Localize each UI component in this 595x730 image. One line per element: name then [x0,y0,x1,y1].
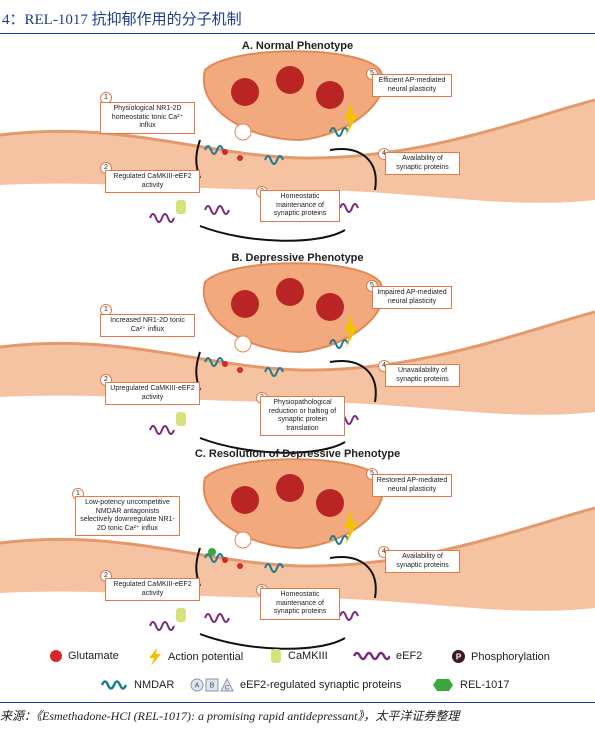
eef2-coil-icon [352,651,390,661]
step-5-box: Restored AP-mediated neural plasticity [372,474,452,497]
title-divider [0,33,595,34]
step-5-box: Impaired AP-mediated neural plasticity [372,286,452,309]
legend-label: Phosphorylation [471,650,550,663]
legend-label: eEF2-regulated synaptic proteins [240,679,402,691]
footer-divider [0,702,595,703]
legend-rel1017: REL-1017 [432,678,510,692]
nmdar-icon [100,680,128,690]
panel-resolution: C. Resolution of Depressive Phenotype 1 … [0,448,595,653]
legend-label: CaMKIII [288,650,328,662]
legend-phosphorylation: P Phosphorylation [452,650,550,663]
panel-title: B. Depressive Phenotype [231,252,364,264]
protein-letter-c: C [225,686,230,692]
phosphorylation-letter: P [456,653,462,662]
panel-illustration [0,458,595,650]
legend-synaptic-proteins: A B C eEF2-regulated synaptic proteins [190,678,401,692]
legend-label: REL-1017 [460,679,510,691]
source-note: 来源：《Esmethadone-HCl (REL-1017): a promis… [0,709,460,723]
panel-title: A. Normal Phenotype [241,40,354,52]
rel1017-icon [433,679,453,691]
phosphorylation-icon: P [452,650,465,663]
step-1-box: Physiological NR1-2D homeostatic tonic C… [100,102,195,134]
legend-camkiii: CaMKIII [270,648,328,664]
synaptic-proteins-icon: A B C [190,678,234,692]
legend-nmdar: NMDAR [100,678,174,692]
legend-label: Glutamate [68,650,119,662]
legend-glutamate: Glutamate [50,650,119,662]
legend: Glutamate Action potential CaMKIII eEF2 … [0,648,595,698]
lightning-bolt-icon [149,648,161,666]
step-1-box: Increased NR1-2D tonic Ca²⁺ influx [100,314,195,337]
legend-eef2: eEF2 [352,650,422,662]
panel-depressive: B. Depressive Phenotype 1 Increased NR1-… [0,252,595,457]
legend-label: Action potential [168,651,244,663]
panel-title: C. Resolution of Depressive Phenotype [194,448,401,460]
panel-normal: A. Normal Phenotype 1 Physiological NR1-… [0,40,595,245]
step-3-box: Physiopathological reduction or halting … [260,396,345,436]
legend-action-potential: Action potential [148,648,243,666]
protein-letter-a: A [195,683,200,690]
step-2-box: Regulated CaMKIII-eEF2 activity [105,170,200,193]
camkiii-icon [271,649,281,663]
protein-letter-b: B [210,683,215,690]
legend-label: eEF2 [396,650,423,662]
step-2-box: Regulated CaMKIII-eEF2 activity [105,578,200,601]
step-3-box: Homeostatic maintenance of synaptic prot… [260,588,340,620]
glutamate-icon [50,650,62,662]
step-1-box: Low-potency uncompetitive NMDAR antagoni… [75,496,180,536]
step-5-box: Efficient AP-mediated neural plasticity [372,74,452,97]
step-4-box: Availability of synaptic proteins [385,152,460,175]
step-3-box: Homeostatic maintenance of synaptic prot… [260,190,340,222]
legend-label: NMDAR [134,679,175,691]
step-4-box: Availability of synaptic proteins [385,550,460,573]
step-2-box: Upregulated CaMKIII-eEF2 activity [105,382,200,405]
figure-title: 4：REL-1017 抗抑郁作用的分子机制 [2,12,242,28]
step-4-box: Unavailability of synaptic proteins [385,364,460,387]
